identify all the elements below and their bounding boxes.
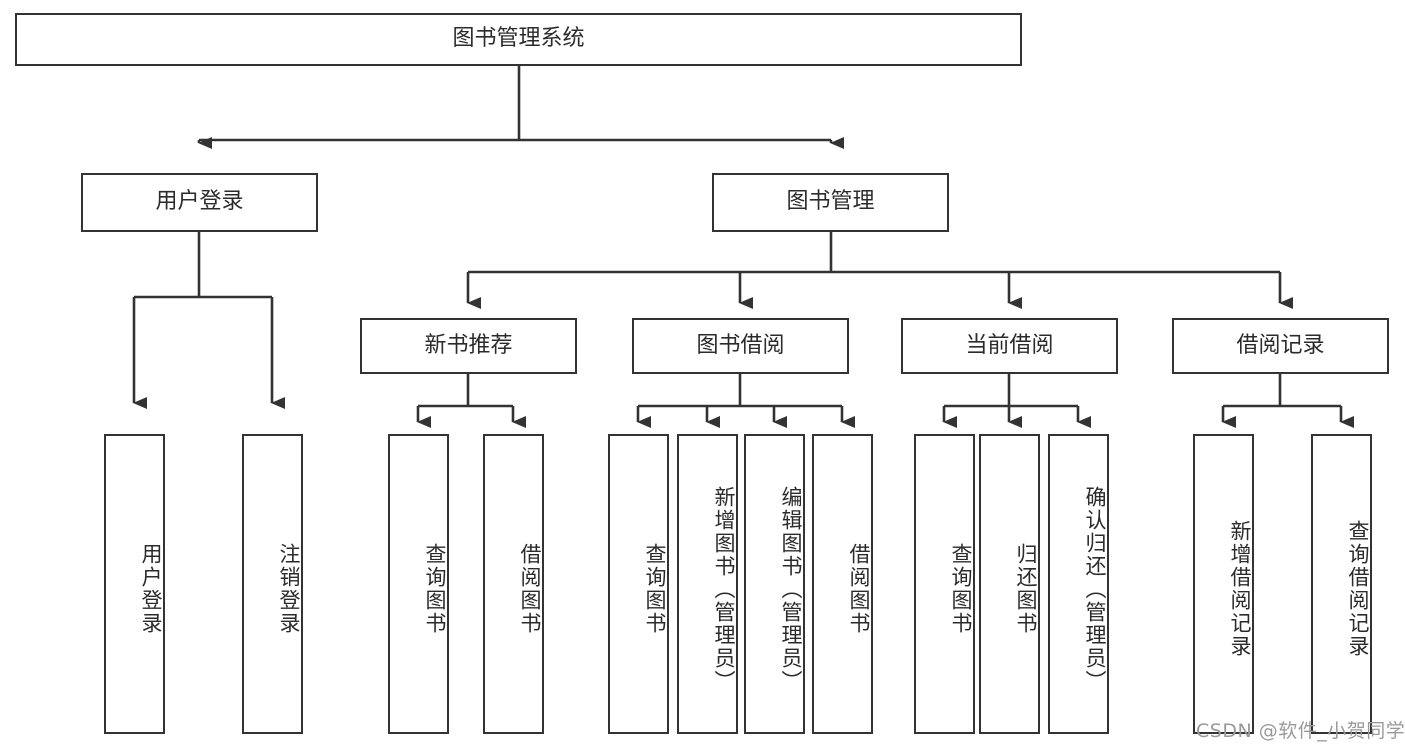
leaf-borrow-book-1[interactable]: 借阅图书: [483, 434, 544, 734]
leaf-add-record[interactable]: 新增借阅记录: [1193, 434, 1254, 734]
leaf-query-book-1[interactable]: 查询图书: [388, 434, 449, 734]
leaf-query-record-label: 查询借阅记录: [1346, 520, 1370, 658]
node-book-manage-label: 图书管理: [786, 189, 875, 215]
node-book-borrow[interactable]: 图书借阅: [632, 318, 849, 374]
leaf-query-book-2-label: 查询图书: [643, 543, 667, 635]
node-new-book-recommend-label: 新书推荐: [424, 332, 513, 358]
leaf-add-record-label: 新增借阅记录: [1228, 520, 1252, 658]
leaf-user-login[interactable]: 用户登录: [104, 434, 165, 734]
node-borrow-record[interactable]: 借阅记录: [1172, 318, 1389, 374]
leaf-query-book-3-label: 查询图书: [949, 543, 973, 635]
leaf-return-book-label: 归还图书: [1014, 543, 1038, 635]
leaf-add-book-label: 新增图书（管理员）: [712, 485, 736, 693]
csdn-watermark: CSDN @软件_小贺同学: [1196, 720, 1405, 742]
leaf-logout-login-label: 注销登录: [277, 543, 301, 635]
node-root-label: 图书管理系统: [452, 26, 585, 52]
leaf-add-book[interactable]: 新增图书（管理员）: [677, 434, 738, 734]
node-new-book-recommend[interactable]: 新书推荐: [360, 318, 577, 374]
node-user-login[interactable]: 用户登录: [81, 173, 318, 232]
node-current-borrow[interactable]: 当前借阅: [901, 318, 1118, 374]
node-current-borrow-label: 当前借阅: [965, 332, 1054, 358]
node-book-borrow-label: 图书借阅: [696, 332, 785, 358]
leaf-borrow-book-1-label: 借阅图书: [518, 543, 542, 635]
leaf-user-login-label: 用户登录: [139, 543, 163, 635]
leaf-query-record[interactable]: 查询借阅记录: [1311, 434, 1372, 734]
leaf-confirm-return[interactable]: 确认归还（管理员）: [1048, 434, 1109, 734]
leaf-logout-login[interactable]: 注销登录: [242, 434, 303, 734]
leaf-return-book[interactable]: 归还图书: [979, 434, 1040, 734]
leaf-confirm-return-label: 确认归还（管理员）: [1083, 485, 1107, 693]
leaf-edit-book-label: 编辑图书（管理员）: [779, 485, 803, 693]
leaf-query-book-3[interactable]: 查询图书: [914, 434, 975, 734]
leaf-edit-book[interactable]: 编辑图书（管理员）: [744, 434, 805, 734]
node-user-login-label: 用户登录: [155, 189, 244, 215]
leaf-borrow-book-2-label: 借阅图书: [847, 543, 871, 635]
node-book-manage[interactable]: 图书管理: [712, 173, 949, 232]
node-borrow-record-label: 借阅记录: [1236, 332, 1325, 358]
leaf-query-book-1-label: 查询图书: [423, 543, 447, 635]
leaf-borrow-book-2[interactable]: 借阅图书: [812, 434, 873, 734]
node-root-system[interactable]: 图书管理系统: [15, 13, 1022, 66]
leaf-query-book-2[interactable]: 查询图书: [608, 434, 669, 734]
